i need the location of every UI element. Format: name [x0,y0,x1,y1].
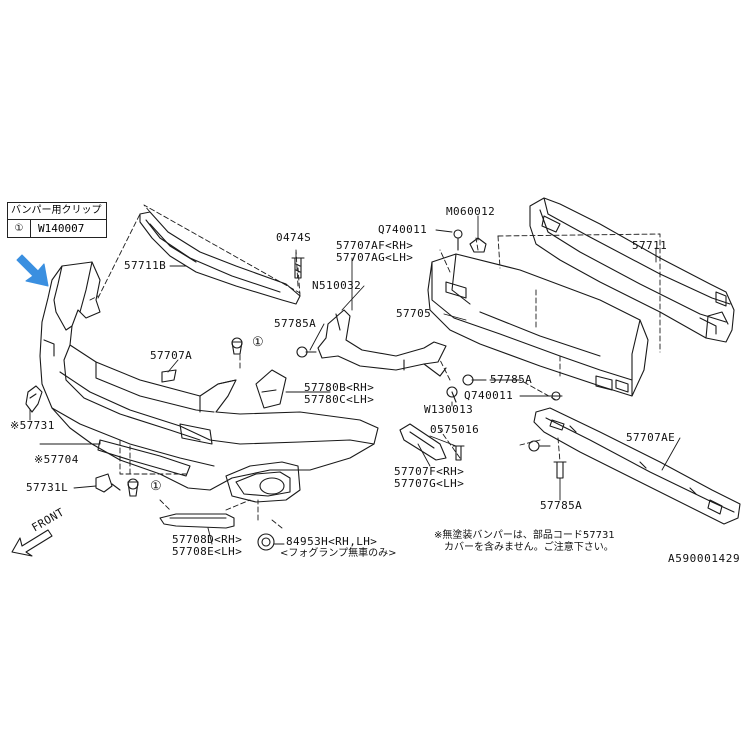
part-label-q740011-top: Q740011 [378,223,428,236]
part-label-57707af: 57707AF<RH> [336,239,414,252]
part-label-57707g: 57707G<LH> [394,477,465,490]
part-label-q740011-mid: Q740011 [464,389,514,402]
fog-cover-57708d [159,513,235,529]
clip-ref-2: ① [150,479,163,494]
part-label-57707ae: 57707AE [626,431,676,444]
part-label-57708d: 57708D<RH> [172,533,243,546]
note-line-1: ※無塗装バンパーは、部品コード57731 [434,530,615,541]
fog-plug-84953h [257,533,275,551]
part-label-57785a-top: 57785A [274,317,317,330]
part-label-84953h: 84953H<RH,LH> [286,535,378,548]
bracket-57707f [399,423,447,461]
clip-table-code: W140007 [38,222,85,235]
clip-legend-table: バンパー用クリップ ① W140007 [7,202,107,238]
pointer-arrow-icon [16,254,49,287]
clip-table-symbol: ① [8,220,31,237]
part-label-0474s: 0474S [276,231,312,244]
clip-57707a [161,369,177,383]
clip-ref-1: ① [252,335,265,350]
front-arrow-icon [11,529,53,557]
reinforcement-57711 [529,197,735,343]
clip-table-header: バンパー用クリップ [8,203,106,220]
part-label-n510032: N510032 [312,279,362,292]
part-label-m060012: M060012 [446,205,496,218]
part-label-57731: ※57731 [10,419,55,432]
clip-screw-top [231,337,243,355]
bolt-57785a-bottom [553,461,567,479]
energy-absorber-57705 [427,253,649,397]
lower-beam-57707ae [533,407,741,525]
part-label-57704: ※57704 [34,453,79,466]
clip-screw-bottom [127,478,139,497]
part-label-57780b: 57780B<RH> [304,381,375,394]
part-label-57707f: 57707F<RH> [394,465,465,478]
clip-57707ae-left [528,440,551,452]
part-label-57711b: 57711B [124,259,167,272]
upper-support-beam [139,211,301,305]
part-label-57707a: 57707A [150,349,193,362]
clip-table-row: ① W140007 [8,220,106,237]
part-label-57780c: 57780C<LH> [304,393,375,406]
clip-57731l [95,473,121,493]
clip-57785a-mid [462,374,487,386]
clip-57785a-left [296,346,317,358]
part-label-0575016: 0575016 [430,423,480,436]
part-label-57707ag: 57707AG<LH> [336,251,414,264]
part-label-57711: 57711 [632,239,668,252]
washer-w130013 [446,386,458,403]
part-label-57731l: 57731L [26,481,69,494]
bolt-q740011-top [453,229,463,251]
front-bumper-face [25,261,379,503]
fog-lamp-note: <フォグランプ無車のみ> [280,548,397,559]
bracket-57707af [317,309,447,377]
note-line-2: カバーを含みません。ご注意下さい。 [444,542,614,553]
part-label-w130013: W130013 [424,403,474,416]
bolt-0575016 [452,445,465,461]
bracket-57780b [255,369,287,409]
nut-m060012 [469,237,487,253]
screw-0474s [291,257,305,279]
part-label-57705: 57705 [396,307,432,320]
part-label-57785a-mid: 57785A [490,373,533,386]
part-label-57708e: 57708E<LH> [172,545,243,558]
part-label-57785a-bottom: 57785A [540,499,583,512]
diagram-reference-code: A590001429 [668,552,741,565]
bolt-q740011-mid [547,391,563,401]
